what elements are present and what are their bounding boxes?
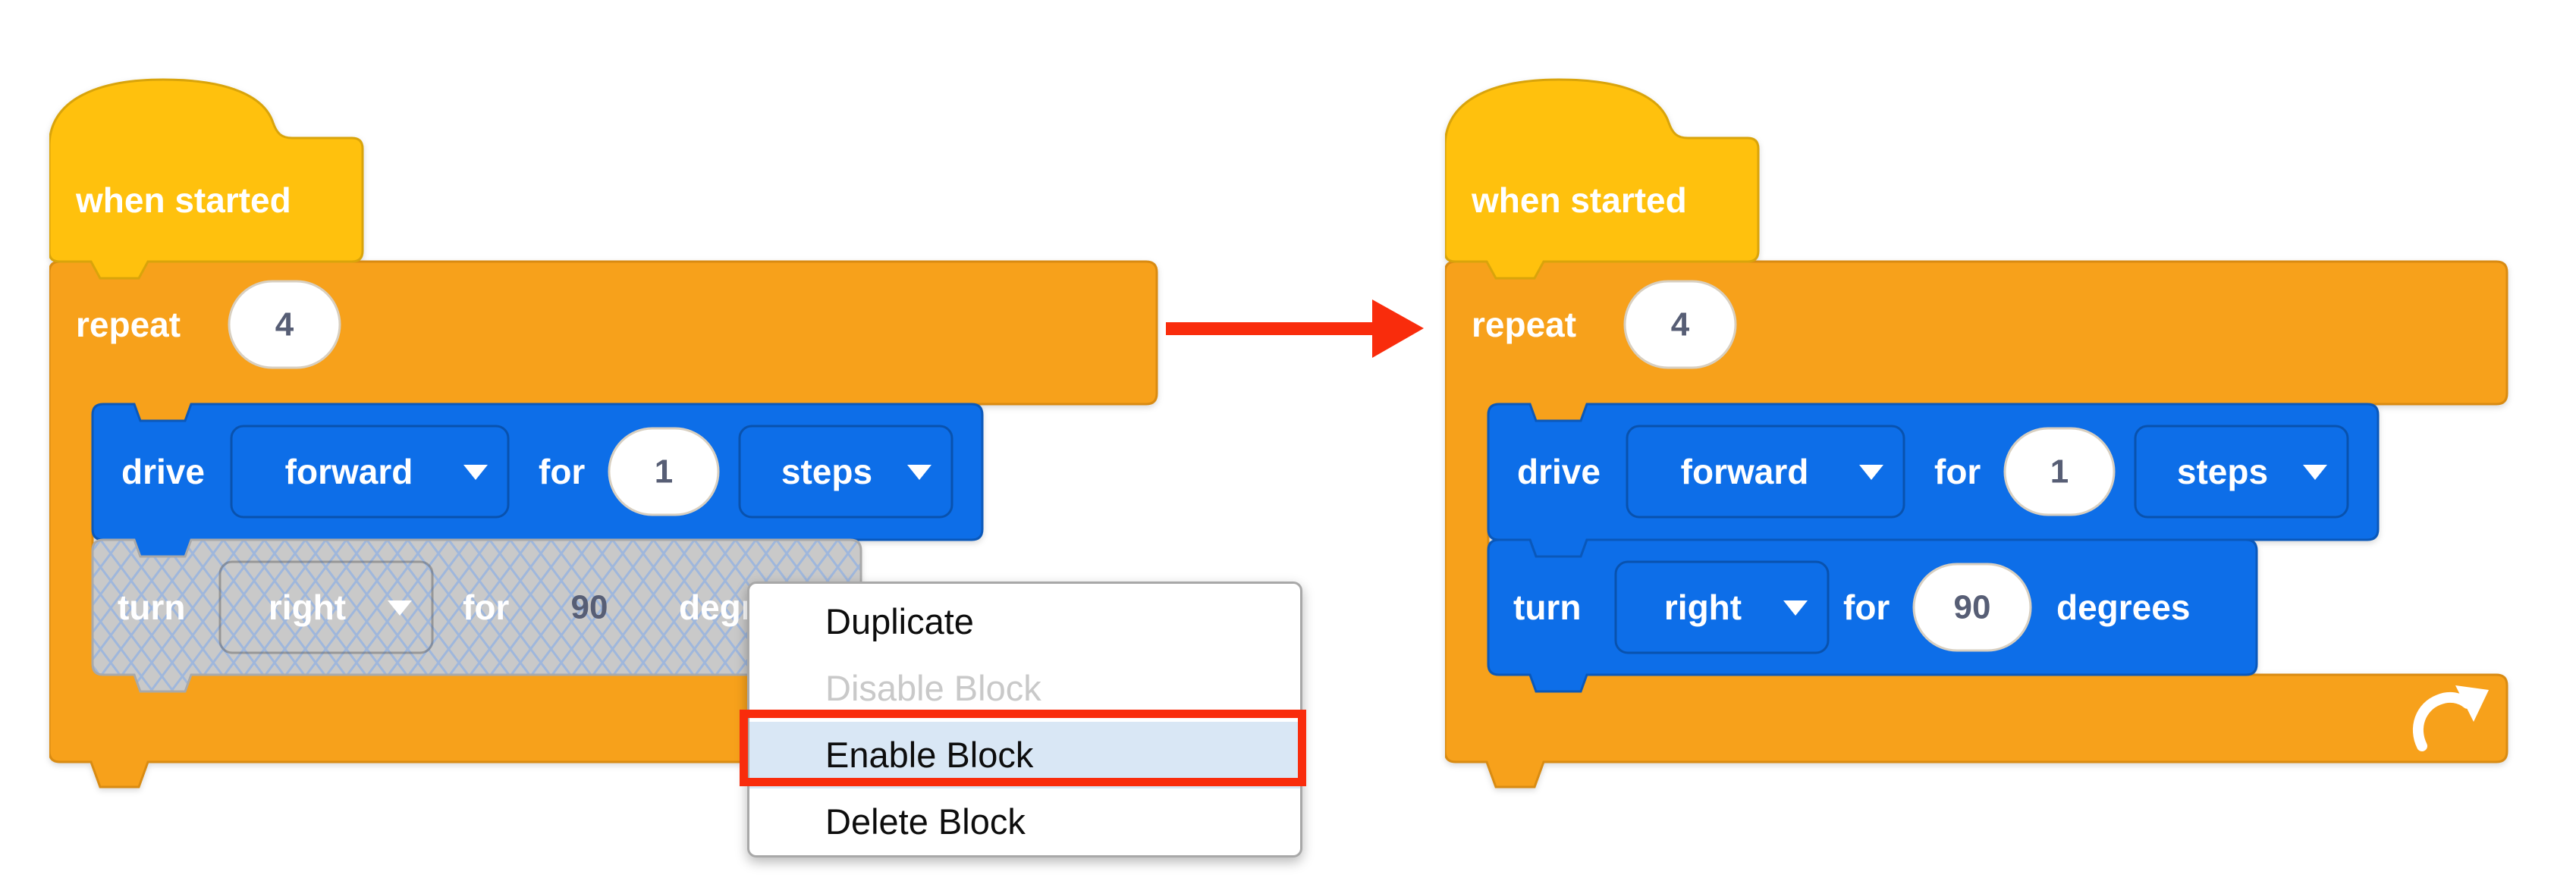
menu-item-duplicate[interactable]: Duplicate [825, 601, 974, 641]
drive-distance-input[interactable]: 1 [2003, 427, 2116, 516]
repeat-count-value: 4 [1671, 306, 1690, 343]
turn-angle-value: 90 [1954, 589, 1991, 626]
when-started-hat-block[interactable] [1445, 78, 1760, 280]
turn-angle-value[interactable]: 90 [571, 589, 608, 626]
drive-for-label: for [1934, 452, 1981, 491]
block-stack-after: repeat 4 drive forward for 1 steps turn … [1445, 78, 2508, 789]
drive-distance-input[interactable]: 1 [608, 427, 720, 516]
turn-label: turn [118, 588, 185, 627]
dropdown-arrow-icon [1859, 465, 1883, 480]
drive-unit-value: steps [781, 452, 872, 491]
repeat-count-value: 4 [275, 306, 294, 343]
dropdown-arrow-icon [463, 465, 488, 480]
menu-item-disable-block: Disable Block [825, 668, 1041, 708]
turn-block-disabled[interactable]: turn right for 90 degrees [91, 538, 862, 693]
repeat-count-input[interactable]: 4 [1623, 280, 1737, 369]
enable-block-red-annotation-box [740, 710, 1306, 786]
drive-label: drive [1517, 452, 1601, 491]
drive-block[interactable]: drive forward for 1 steps [91, 403, 984, 558]
turn-direction-value: right [269, 588, 346, 627]
drive-direction-value: forward [285, 452, 413, 491]
turn-for-label: for [463, 588, 509, 627]
turn-block[interactable]: turn right for 90 degrees [1487, 538, 2258, 693]
turn-for-label: for [1843, 588, 1890, 627]
when-started-label: when started [75, 180, 291, 220]
repeat-count-input[interactable]: 4 [228, 280, 341, 369]
drive-block[interactable]: drive forward for 1 steps [1487, 403, 2380, 558]
turn-direction-dropdown[interactable]: right [218, 560, 434, 654]
dropdown-arrow-icon [2303, 465, 2327, 480]
dropdown-arrow-icon [1783, 600, 1808, 616]
turn-direction-dropdown[interactable]: right [1614, 560, 1830, 654]
when-started-label: when started [1471, 180, 1687, 220]
drive-unit-dropdown[interactable]: steps [738, 425, 953, 519]
loop-arrow-icon [2412, 685, 2489, 751]
menu-item-enable-block[interactable]: Enable Block [749, 722, 1300, 789]
repeat-label: repeat [1472, 305, 1576, 344]
drive-distance-value: 1 [2050, 453, 2069, 491]
drive-direction-dropdown[interactable]: forward [1626, 425, 1905, 519]
turn-angle-input[interactable]: 90 [1912, 563, 2032, 652]
turn-direction-value: right [1664, 588, 1742, 627]
when-started-hat-block[interactable] [49, 78, 364, 280]
before-after-arrow-icon [1166, 299, 1424, 358]
drive-direction-dropdown[interactable]: forward [230, 425, 510, 519]
drive-unit-dropdown[interactable]: steps [2134, 425, 2349, 519]
drive-direction-value: forward [1681, 452, 1809, 491]
repeat-label: repeat [76, 305, 181, 344]
menu-item-delete-block[interactable]: Delete Block [825, 801, 1026, 842]
context-menu: Duplicate Disable Block Enable Block Del… [747, 582, 1302, 857]
block-stack-before: repeat 4 drive forward for 1 steps turn … [49, 78, 1158, 789]
drive-for-label: for [539, 452, 585, 491]
turn-label: turn [1513, 588, 1581, 627]
turn-unit-label: degrees [2056, 588, 2190, 627]
drive-unit-value: steps [2177, 452, 2268, 491]
drive-distance-value: 1 [655, 453, 673, 491]
dropdown-arrow-icon [907, 465, 931, 480]
drive-label: drive [121, 452, 205, 491]
dropdown-arrow-icon [388, 600, 412, 616]
